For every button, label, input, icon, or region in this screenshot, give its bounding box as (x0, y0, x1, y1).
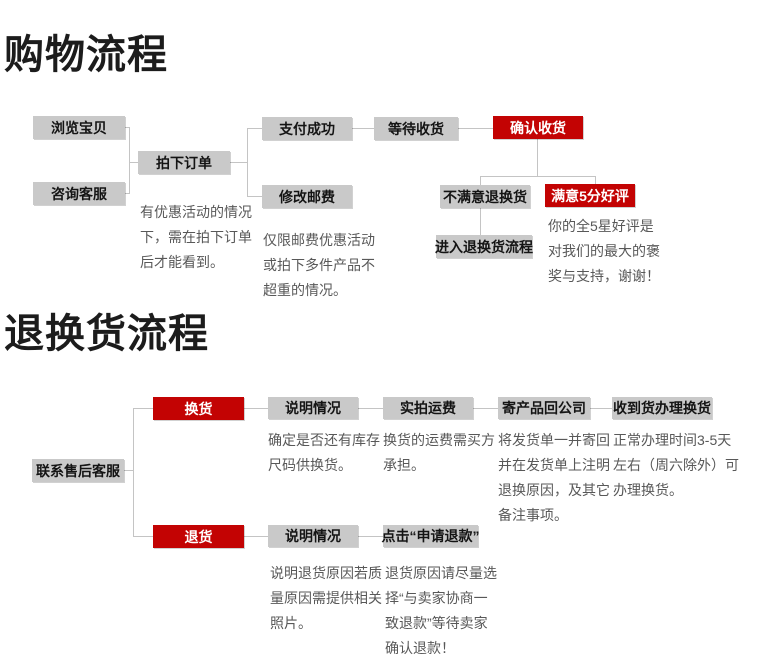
connector-line (247, 128, 248, 197)
connector-line (458, 128, 493, 129)
connector-line (473, 408, 498, 409)
satisfied-review-note: 你的全5星好评是 对我们的最大的褒 奖与支持，谢谢！ (548, 218, 660, 284)
flow-box-browse-items: 浏览宝贝 (33, 116, 125, 139)
connector-line (480, 176, 481, 185)
flow-box-satisfied-review: 满意5分好评 (545, 184, 635, 207)
flow-box-receive-process-exchange: 收到货办理换货 (612, 397, 712, 419)
connector-line (124, 193, 130, 194)
flow-box-modify-postage: 修改邮费 (262, 185, 352, 208)
flow-box-unsatisfied-return: 不满意退换货 (440, 185, 530, 208)
connector-line (129, 127, 130, 194)
receive-exchange-note: 正常办理时间3-5天 左右（周六除外）可 办理换货。 (613, 432, 739, 498)
modify-postage-note: 仅限邮费优惠活动 或拍下多件产品不 超重的情况。 (263, 232, 375, 298)
flow-box-send-product-back: 寄产品回公司 (498, 397, 590, 419)
connector-line (244, 408, 268, 409)
flow-box-enter-return-flow: 进入退换货流程 (435, 235, 533, 258)
flow-box-pay-success: 支付成功 (262, 117, 352, 140)
connector-line (124, 127, 130, 128)
explain-exchange-note: 确定是否还有库存 尺码供换货。 (268, 432, 380, 473)
flow-box-exchange-goods: 换货 (153, 397, 244, 420)
flow-box-contact-after-sales: 联系售后客服 (32, 459, 124, 482)
connector-line (244, 536, 268, 537)
connector-line (230, 162, 248, 163)
flow-box-click-apply-refund: 点击“申请退款” (382, 525, 480, 547)
connector-line (537, 139, 538, 177)
send-back-note: 将发货单一并寄回 并在发货单上注明 退换原因，及其它 备注事项。 (498, 432, 610, 523)
connector-line (247, 196, 263, 197)
connector-line (124, 470, 133, 471)
apply-refund-note: 退货原因请尽量选 择“与卖家协商一 致退款”等待卖家 确认退款！ (385, 565, 497, 656)
connector-line (590, 408, 612, 409)
connector-line (352, 128, 374, 129)
flow-box-wait-receive: 等待收货 (374, 117, 458, 140)
flow-box-consult-service: 咨询客服 (33, 182, 125, 205)
connector-line (595, 176, 596, 184)
section-title-return-exchange-process: 退换货流程 (4, 312, 209, 356)
flow-box-explain-situation-return: 说明情况 (268, 525, 358, 547)
connector-line (358, 536, 383, 537)
flow-box-return-goods: 退货 (153, 525, 244, 548)
connector-line (480, 176, 596, 177)
flow-box-place-order: 拍下订单 (138, 151, 230, 174)
section-title-shopping-process: 购物流程 (4, 33, 168, 77)
flow-box-explain-situation-exchange: 说明情况 (268, 397, 358, 419)
flow-box-actual-shipping-fee: 实拍运费 (383, 397, 473, 419)
connector-line (133, 408, 134, 536)
connector-line (247, 128, 263, 129)
explain-return-note: 说明退货原因若质 量原因需提供相关 照片。 (270, 565, 382, 631)
connector-line (133, 536, 153, 537)
connector-line (133, 408, 153, 409)
actual-shipping-note: 换货的运费需买方 承担。 (383, 432, 495, 473)
place-order-note: 有优惠活动的情况 下，需在拍下订单 后才能看到。 (140, 204, 252, 270)
flow-box-confirm-receive: 确认收货 (493, 116, 583, 139)
connector-line (480, 208, 481, 235)
connector-line (358, 408, 383, 409)
connector-line (129, 162, 139, 163)
